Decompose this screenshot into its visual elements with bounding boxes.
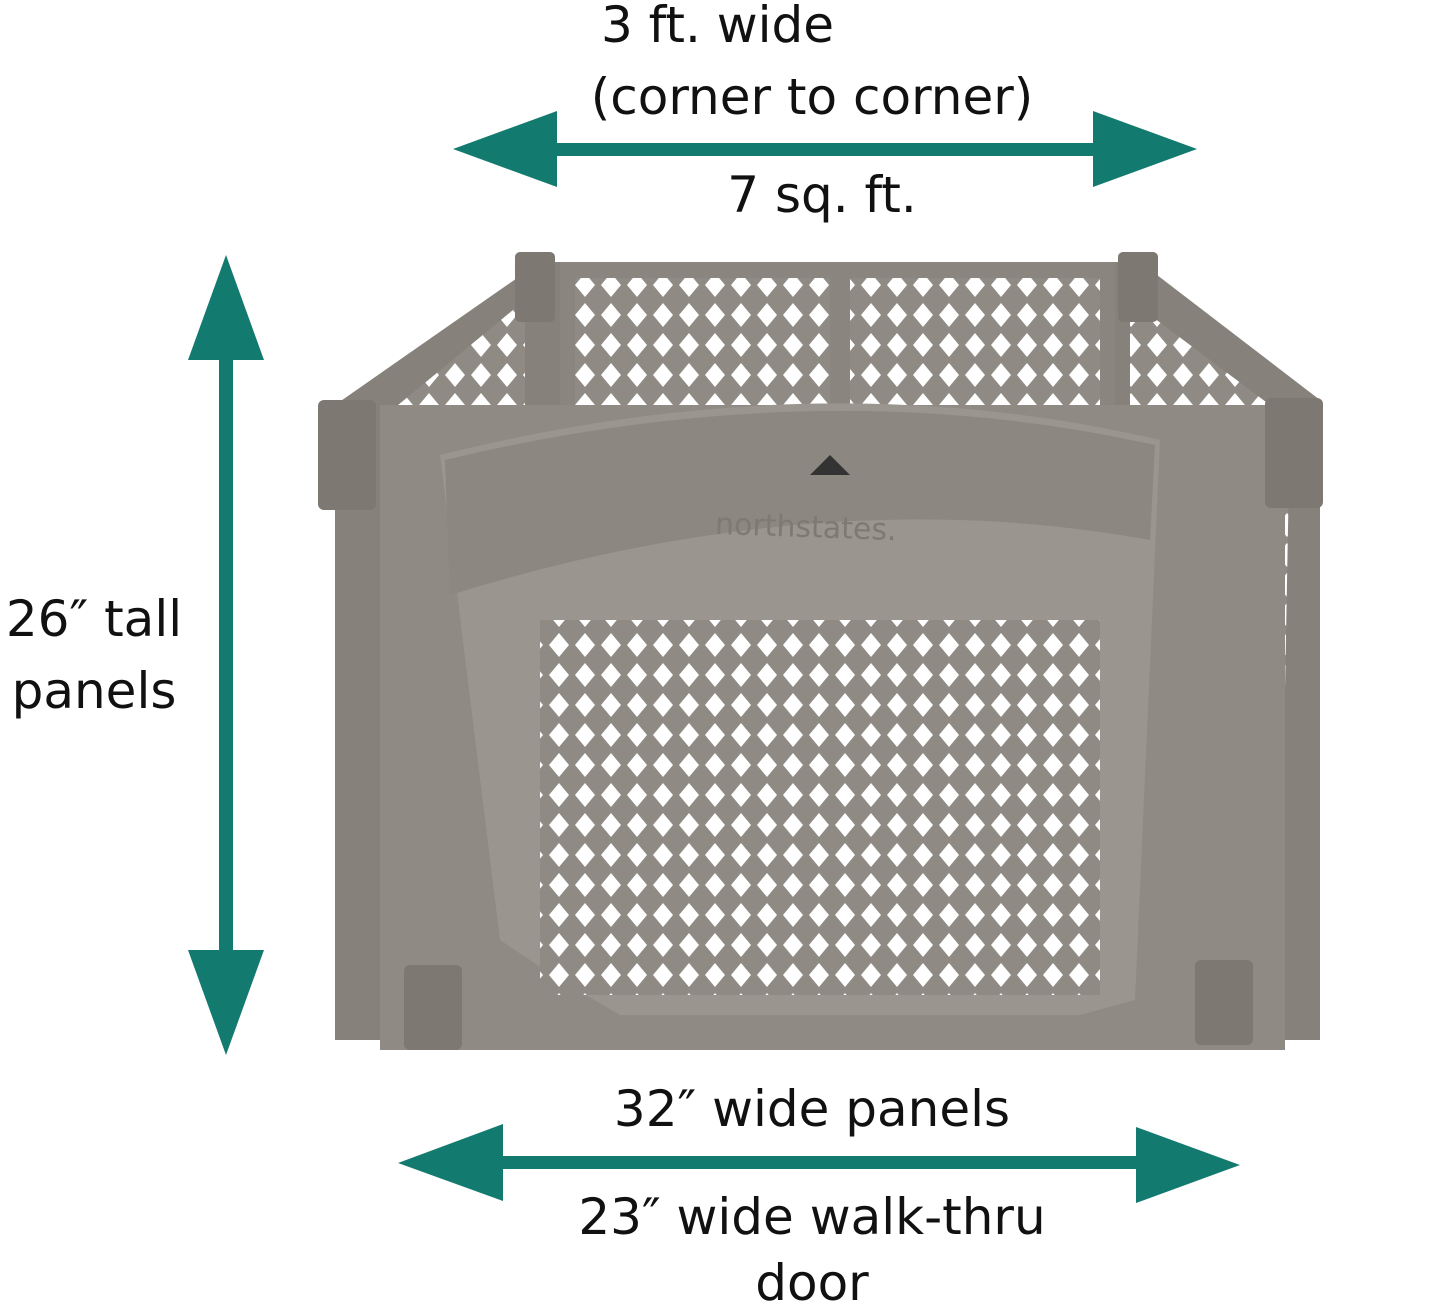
- play-yard-image: [318, 252, 1323, 1050]
- height-arrow: [188, 255, 264, 1055]
- bottom-label-line1: 32″ wide panels: [613, 1080, 1011, 1138]
- bottom-label-line3: door: [755, 1254, 869, 1312]
- top-label-line1: 3 ft. wide: [600, 0, 835, 54]
- bottom-label-line2: 23″ wide walk-thru: [578, 1188, 1046, 1246]
- brand-logo: northstates.: [714, 506, 898, 549]
- top-width-arrow: [453, 111, 1197, 187]
- bottom-width-arrow: [398, 1124, 1240, 1203]
- left-label-line2: panels: [11, 662, 177, 720]
- top-label-line3: 7 sq. ft.: [727, 166, 917, 224]
- top-label-line2: (corner to corner): [590, 68, 1034, 126]
- left-label-line1: 26″ tall: [5, 590, 183, 648]
